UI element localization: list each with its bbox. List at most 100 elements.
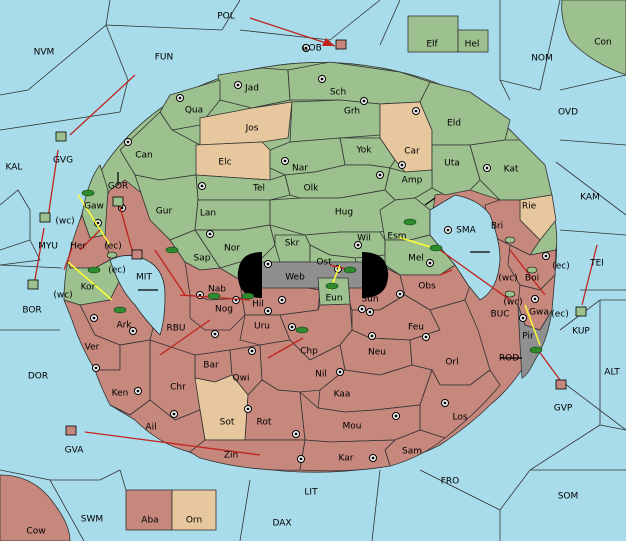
territory-olk[interactable] xyxy=(284,164,391,199)
region-label-cow: Cow xyxy=(26,527,45,537)
supply-center-dot xyxy=(304,46,308,50)
region-label-kor: Kor xyxy=(81,283,96,293)
territory-tel[interactable] xyxy=(195,174,291,201)
region-label-lan: Lan xyxy=(200,209,216,219)
region-label-fun: FUN xyxy=(155,53,174,63)
sea-mit[interactable] xyxy=(109,255,166,336)
supply-center-dot xyxy=(362,99,366,103)
fleet-unit xyxy=(555,379,567,390)
supply-center-dot xyxy=(213,332,217,336)
supply-center-dot xyxy=(126,140,130,144)
web-end-right xyxy=(362,252,388,298)
territory-cow[interactable] xyxy=(0,474,71,541)
region-label-elc: Elc xyxy=(218,158,231,168)
dislodged-fleets xyxy=(106,236,538,298)
army-units xyxy=(81,189,543,354)
region-label-gva: GVA xyxy=(65,446,85,456)
region-label-gaw: Gaw xyxy=(84,202,104,212)
region-label-grh: Grh xyxy=(344,107,360,117)
region-label-sun: Sun xyxy=(361,295,378,305)
region-label-gvp: GVP xyxy=(554,404,573,414)
region-label-qwi: Qwi xyxy=(233,374,250,384)
fleet-unit xyxy=(39,212,51,223)
region-label-mit: MIT xyxy=(136,273,152,283)
territory-kar[interactable] xyxy=(299,439,396,472)
territory-nog[interactable] xyxy=(189,294,246,331)
web-end-left xyxy=(238,252,262,298)
region-label-bar: Bar xyxy=(203,361,219,371)
region-label-aba: Aba xyxy=(141,516,158,526)
region-label-ost: Ost xyxy=(316,258,332,268)
supply-center-dot xyxy=(120,206,124,210)
region-label-rot: Rot xyxy=(257,418,272,428)
territory-pir[interactable] xyxy=(517,304,553,379)
region-label-nvm: NVM xyxy=(34,48,55,58)
region-label-ovd: OVD xyxy=(558,108,578,118)
region-label-car: Car xyxy=(404,147,420,157)
territory-elf[interactable] xyxy=(407,15,459,53)
region-label-hel: Hel xyxy=(465,40,480,50)
territory-elc[interactable] xyxy=(195,141,271,181)
region-label-kaa: Kaa xyxy=(334,390,351,400)
supply-center-dot xyxy=(198,293,202,297)
supply-center-dot xyxy=(338,370,342,374)
supply-center-dot xyxy=(446,228,450,232)
region-label-web: Web xyxy=(285,273,305,283)
supply-center-dot xyxy=(172,412,176,416)
region-label-chp: Chp xyxy=(300,347,318,357)
supply-centers xyxy=(90,44,550,463)
supply-center-dot xyxy=(443,401,447,405)
supply-center-dot xyxy=(246,407,250,411)
supply-center-dot xyxy=(398,292,402,296)
supply-center-dot xyxy=(485,166,489,170)
territory-grh[interactable] xyxy=(289,99,381,143)
territory-ken[interactable] xyxy=(94,339,151,416)
supply-center-dot xyxy=(200,184,204,188)
region-label-fro: FRO xyxy=(441,477,460,487)
region-label-amp: Amp xyxy=(402,176,423,186)
region-label-som: SOM xyxy=(558,492,579,502)
sea-sma[interactable] xyxy=(429,194,501,301)
supply-center-dot xyxy=(131,329,135,333)
supply-center-dot xyxy=(92,316,96,320)
region-label-sam: Sam xyxy=(402,447,422,457)
region-label-jad: Jad xyxy=(244,84,259,94)
region-label-olk: Olk xyxy=(304,184,320,194)
region-label-orn: Orn xyxy=(186,516,202,526)
region-label-swm: SWM xyxy=(81,515,103,525)
territory-ver[interactable] xyxy=(63,299,121,371)
fleet-unit xyxy=(65,425,77,436)
units-layer xyxy=(27,39,587,436)
coast-label: (wc) xyxy=(53,291,72,301)
region-label-mel: Mel xyxy=(408,254,424,264)
territory-hel[interactable] xyxy=(457,29,489,53)
region-label-hil: Hil xyxy=(252,300,264,310)
region-label-dor: DOR xyxy=(28,372,48,382)
fleet-unit xyxy=(27,279,39,290)
territory-ail[interactable] xyxy=(109,399,206,453)
supply-center-dot xyxy=(424,335,428,339)
region-label-mou: Mou xyxy=(343,422,362,432)
region-label-gur: Gur xyxy=(156,207,173,217)
coast-label: (wc) xyxy=(55,217,74,227)
supply-center-dot xyxy=(368,310,372,314)
fleet-unit xyxy=(575,306,587,317)
territory-orn[interactable] xyxy=(171,489,217,531)
supply-center-dot xyxy=(236,83,240,87)
region-label-jos: Jos xyxy=(245,124,259,134)
supply-center-dot xyxy=(378,173,382,177)
region-label-ken: Ken xyxy=(112,389,129,399)
territory-con[interactable] xyxy=(561,0,626,76)
region-label-eld: Eld xyxy=(447,119,461,129)
supply-center-dot xyxy=(400,163,404,167)
region-label-los: Los xyxy=(452,413,467,423)
coast-label: (ec) xyxy=(104,242,122,252)
supply-center-dot xyxy=(370,334,374,338)
region-label-elf: Elf xyxy=(426,40,438,50)
region-label-sap: Sap xyxy=(194,254,211,264)
region-label-hug: Hug xyxy=(335,208,353,218)
region-label-nom: NOM xyxy=(531,54,553,64)
